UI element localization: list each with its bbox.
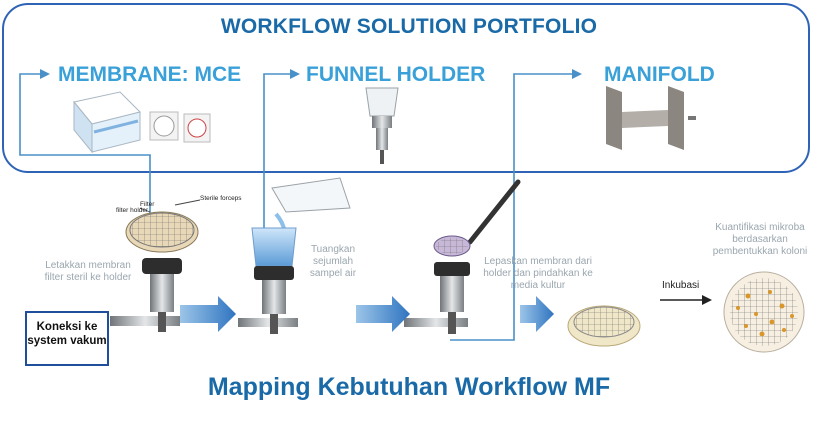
category-funnel-holder: FUNNEL HOLDER — [306, 63, 486, 86]
step4-culture-plate-illustration — [567, 305, 641, 347]
portfolio-title: WORKFLOW SOLUTION PORTFOLIO — [220, 15, 598, 38]
flow-arrow-2 — [356, 296, 410, 332]
flow-arrow-1 — [180, 296, 236, 332]
flow-arrow-3 — [520, 296, 554, 332]
funnel-holder-product-image — [365, 87, 399, 164]
membrane-product-image — [73, 91, 211, 154]
step2-label: Tuangkan sejumlah sampel air — [309, 244, 357, 279]
step3-label: Lepaskan membran dari holder dan pindahk… — [483, 256, 593, 291]
flow-arrows — [180, 296, 554, 332]
label-filter-holder: filter holder — [116, 207, 149, 214]
step4-label: Inkubasi — [662, 280, 700, 291]
vacuum-connection-box: Koneksi ke system vakum — [25, 311, 109, 366]
category-membrane-mce: MEMBRANE: MCE — [58, 63, 242, 86]
step5-colony-plate-illustration — [723, 271, 805, 353]
category-manifold: MANIFOLD — [604, 63, 715, 86]
step3-forceps-illustration — [404, 179, 521, 334]
label-filter: Filter — [140, 201, 155, 208]
portfolio-box — [2, 3, 810, 173]
step1-filter-illustration — [110, 199, 201, 332]
manifold-product-image — [606, 86, 696, 150]
step5-label: Kuantifikasi mikroba berdasarkan pembent… — [712, 222, 808, 257]
connector-lines — [19, 73, 572, 341]
step2-funnel-illustration — [238, 177, 351, 334]
label-sterile-forceps: Sterile forceps — [200, 195, 242, 202]
incubation-arrow — [660, 295, 712, 305]
step1-label: Letakkan membran filter steril ke holder — [44, 260, 132, 283]
diagram-caption: Mapping Kebutuhan Workflow MF — [207, 373, 611, 401]
